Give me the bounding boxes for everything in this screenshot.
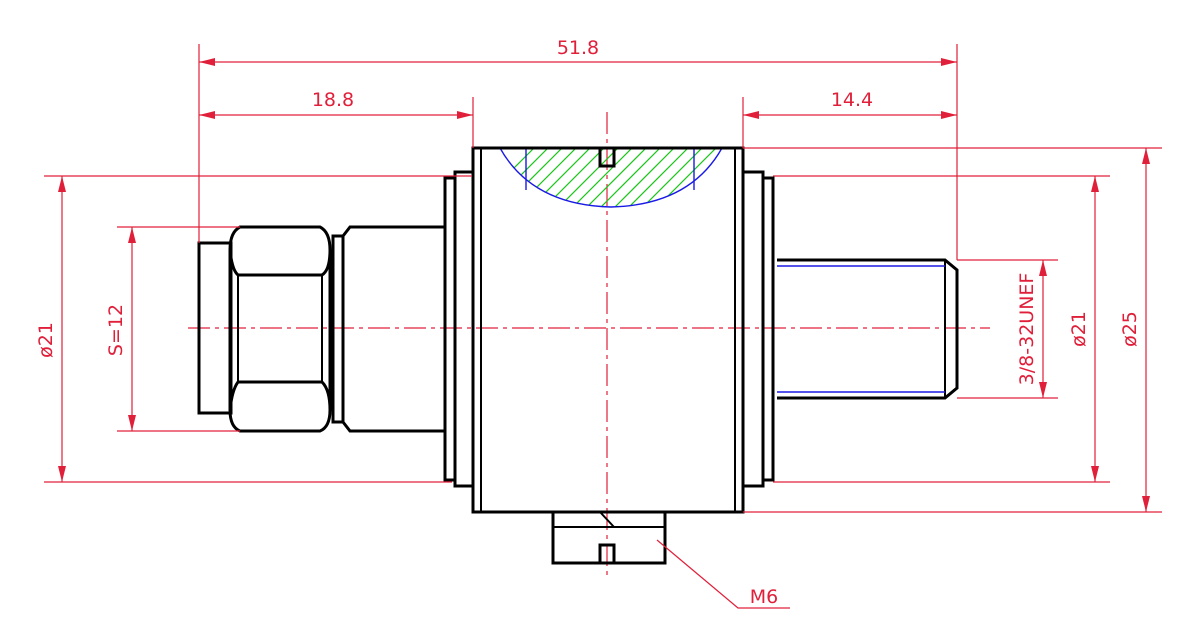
dim-right-diameter: ø21 (773, 175, 1110, 483)
dim-right-length: 14.4 (742, 89, 957, 148)
main-body (471, 146, 745, 514)
dim-hex-size: S=12 (105, 226, 240, 432)
bottom-screw (551, 511, 667, 565)
dim-text-18-8: 18.8 (312, 89, 354, 111)
left-connector (197, 225, 447, 433)
dim-text-51-8: 51.8 (557, 37, 599, 59)
left-neck (341, 225, 447, 433)
dim-overall-length: 51.8 (198, 37, 958, 260)
right-flange (741, 170, 775, 488)
dim-text-s12: S=12 (105, 304, 127, 356)
section-hatch (500, 148, 722, 207)
dim-body-diameter: ø25 (743, 147, 1162, 513)
section-boundary-arc (499, 147, 723, 208)
dim-thread-spec: 3/8-32UNEF (957, 259, 1058, 399)
threaded-stud (777, 258, 959, 400)
dim-text-left-dia21: ø21 (35, 322, 57, 358)
dim-text-14-4: 14.4 (831, 89, 873, 111)
dim-text-dia25: ø25 (1119, 311, 1141, 347)
dim-text-m6: M6 (750, 586, 778, 608)
screw-slot (598, 543, 616, 563)
hex-nut-upper-flat (228, 249, 332, 277)
dim-text-thread: 3/8-32UNEF (1016, 273, 1038, 386)
nut-collar (331, 234, 345, 424)
hex-nut (228, 225, 332, 433)
hex-nut-lower-flat (228, 380, 332, 411)
left-flange (443, 170, 475, 488)
top-slot (598, 148, 616, 168)
dim-left-length: 18.8 (199, 89, 474, 148)
leader-m6: M6 (656, 539, 790, 609)
dim-text-right-dia21: ø21 (1068, 311, 1090, 347)
dim-left-diameter: ø21 (35, 175, 472, 483)
